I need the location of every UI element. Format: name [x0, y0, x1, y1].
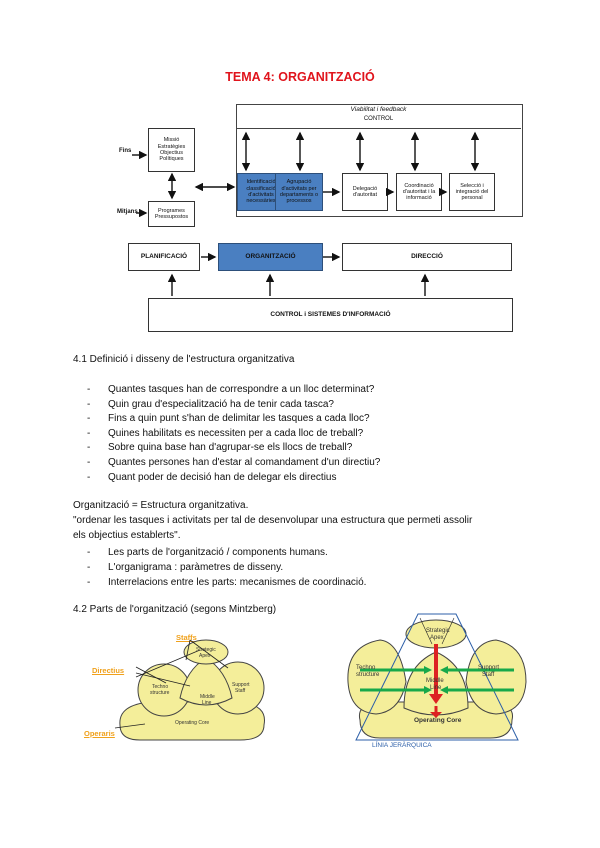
svg-text:Strategic: Strategic: [196, 647, 216, 653]
mitjans-label: Mitjans: [117, 209, 138, 215]
directius-label: Directius: [92, 666, 125, 675]
svg-text:Operating Core: Operating Core: [414, 717, 462, 724]
organitzacio-box: ORGANITZACIÓ: [218, 243, 323, 271]
section-4-2-heading: 4.2 Parts de l'organització (segons Mint…: [73, 604, 277, 615]
list-item: Interrelacions entre les parts: mecanism…: [87, 575, 367, 590]
grouping-box: Agrupació d'activitats per departaments …: [275, 173, 323, 211]
fins-label: Fins: [119, 148, 132, 154]
svg-text:Line: Line: [202, 700, 212, 706]
svg-text:Apex: Apex: [430, 635, 444, 641]
svg-text:structure: structure: [356, 672, 380, 678]
list-item: Quantes tasques han de correspondre a un…: [87, 383, 380, 398]
feedback-label: Viabilitat i feedback: [350, 106, 407, 113]
svg-text:Apex: Apex: [199, 653, 211, 659]
mintzberg-figure-left: Strategic Apex Techno structure Middle L…: [114, 639, 265, 741]
linia-jerarquica-label: LÍNIA JERÀRQUICA: [372, 742, 432, 749]
coordination-box: Coordinació d'autoritat i la informació: [396, 173, 442, 211]
diagram-arrows: [132, 131, 480, 296]
list-item: Quines habilitats es necessiten per a ca…: [87, 427, 380, 442]
quote-line-1: "ordenar les tasques i activitats per ta…: [73, 515, 473, 526]
control-feedback-box: [236, 104, 523, 217]
list-item: Quantes persones han d'estar al comandam…: [87, 456, 380, 471]
svg-text:structure: structure: [150, 690, 170, 696]
svg-text:Support: Support: [232, 682, 250, 688]
svg-text:Middle: Middle: [200, 694, 215, 700]
definition-text: Organització = Estructura organitzativa.: [73, 500, 249, 511]
mission-box: Missió Estratègies Objectius Polítiques: [148, 128, 195, 172]
selection-box: Selecció i integració del personal: [449, 173, 495, 211]
svg-text:Line: Line: [430, 685, 442, 691]
questions-list: Quantes tasques han de correspondre a un…: [87, 383, 380, 486]
quote-line-2: els objectius establerts".: [73, 530, 181, 541]
operaris-label: Operaris: [84, 729, 115, 738]
programs-box: Programes Pressupostos: [148, 201, 195, 227]
direccio-box: DIRECCIÓ: [342, 243, 512, 271]
svg-text:Techno: Techno: [356, 665, 376, 671]
svg-text:Support: Support: [478, 665, 499, 671]
svg-text:Strategic: Strategic: [426, 628, 450, 634]
mintzberg-figure-right: Strategic Apex Techno structure Middle L…: [347, 613, 527, 741]
planificacio-box: PLANIFICACIÓ: [128, 243, 200, 271]
list-item: Sobre quina base han d'agrupar-se els ll…: [87, 441, 380, 456]
control-divider: [236, 128, 521, 129]
svg-text:Staff: Staff: [482, 672, 495, 678]
staffs-label: Staffs: [176, 633, 197, 642]
list-item: Quant poder de decisió han de delegar el…: [87, 471, 380, 486]
svg-text:Middle: Middle: [426, 678, 444, 684]
delegation-box: Delegació d'autoritat: [342, 173, 388, 211]
page-title: TEMA 4: ORGANITZACIÓ: [225, 70, 375, 84]
svg-text:Techno: Techno: [152, 684, 168, 690]
section-4-1-heading: 4.1 Definició i disseny de l'estructura …: [73, 354, 295, 365]
list-item: Les parts de l'organització / components…: [87, 545, 366, 560]
list-item: Quin grau d'especialització ha de tenir …: [87, 398, 380, 413]
list-item: L'organigrama : paràmetres de disseny.: [87, 560, 366, 575]
svg-text:Operating Core: Operating Core: [175, 720, 209, 726]
control-systems-box: CONTROL i SISTEMES D'INFORMACIÓ: [148, 298, 513, 332]
list-item: Fins a quin punt s'han de delimitar les …: [87, 412, 380, 427]
svg-text:Staff: Staff: [235, 688, 246, 694]
points-list: Les parts de l'organització / components…: [87, 545, 367, 590]
control-label: CONTROL: [363, 116, 394, 122]
